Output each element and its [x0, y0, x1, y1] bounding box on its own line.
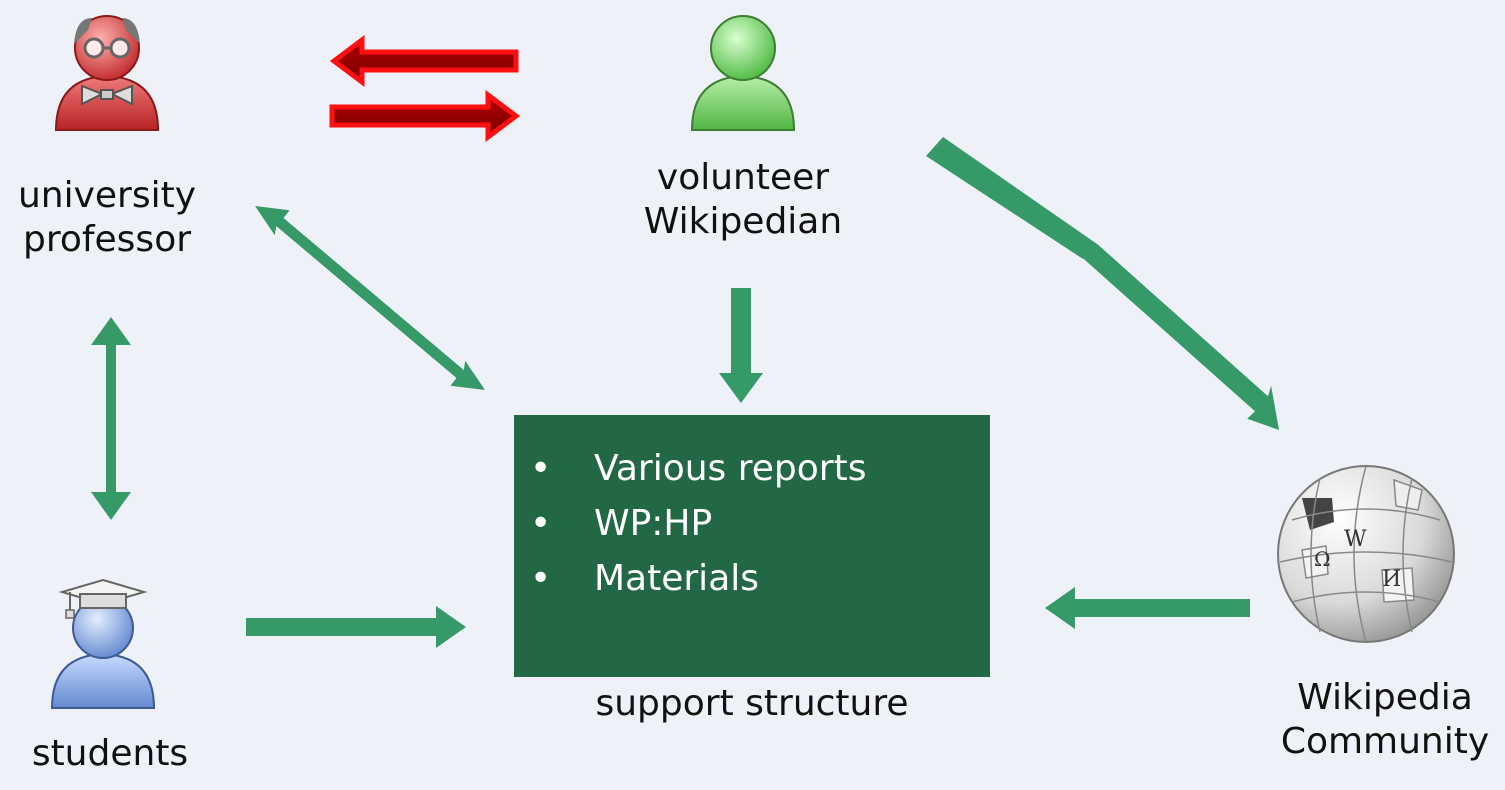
svg-text:W: W: [1344, 527, 1367, 552]
support-item: • Various reports: [514, 441, 990, 496]
arrow-volunteer-to-professor: [329, 35, 519, 87]
arrow-professor-to-volunteer: [329, 90, 521, 142]
volunteer-label-line1: volunteer: [656, 157, 830, 198]
support-caption-text: support structure: [595, 683, 909, 724]
arrow-volunteer-support: [719, 288, 763, 403]
arrow-community-support: [1045, 587, 1250, 629]
students-label-line1: students: [31, 733, 189, 774]
bullet-glyph: •: [530, 558, 552, 599]
wikipedia-globe-icon: W Ω И: [1277, 465, 1455, 643]
students-label: students: [20, 732, 200, 776]
professor-avatar-icon: [54, 15, 160, 131]
professor-label: university professor: [0, 174, 214, 262]
volunteer-label-line2: Wikipedian: [643, 201, 843, 242]
support-items-list: • Various reports • WP:HP • Materials: [514, 415, 990, 606]
svg-text:Ω: Ω: [1314, 547, 1331, 571]
community-label-line1: Wikipedia: [1297, 677, 1473, 718]
student-avatar-icon: [50, 578, 156, 709]
support-structure-box: • Various reports • WP:HP • Materials: [514, 415, 990, 677]
community-label-line2: Community: [1280, 721, 1490, 762]
arrow-professor-students: [91, 317, 131, 520]
support-item-label: WP:HP: [594, 503, 713, 544]
professor-label-line2: professor: [22, 219, 192, 260]
arrow-professor-support: [255, 206, 485, 390]
arrow-volunteer-community: [926, 137, 1279, 430]
support-item: • WP:HP: [514, 496, 990, 551]
svg-text:И: И: [1382, 567, 1401, 592]
volunteer-avatar-icon: [690, 15, 796, 131]
support-item: • Materials: [514, 551, 990, 606]
arrow-students-support: [246, 606, 466, 648]
support-caption: support structure: [514, 682, 990, 726]
support-item-label: Various reports: [594, 448, 867, 489]
bullet-glyph: •: [530, 448, 552, 489]
community-label: Wikipedia Community: [1270, 676, 1500, 764]
support-item-label: Materials: [594, 558, 760, 599]
bullet-glyph: •: [530, 503, 552, 544]
professor-label-line1: university: [17, 175, 197, 216]
volunteer-label: volunteer Wikipedian: [628, 156, 858, 244]
